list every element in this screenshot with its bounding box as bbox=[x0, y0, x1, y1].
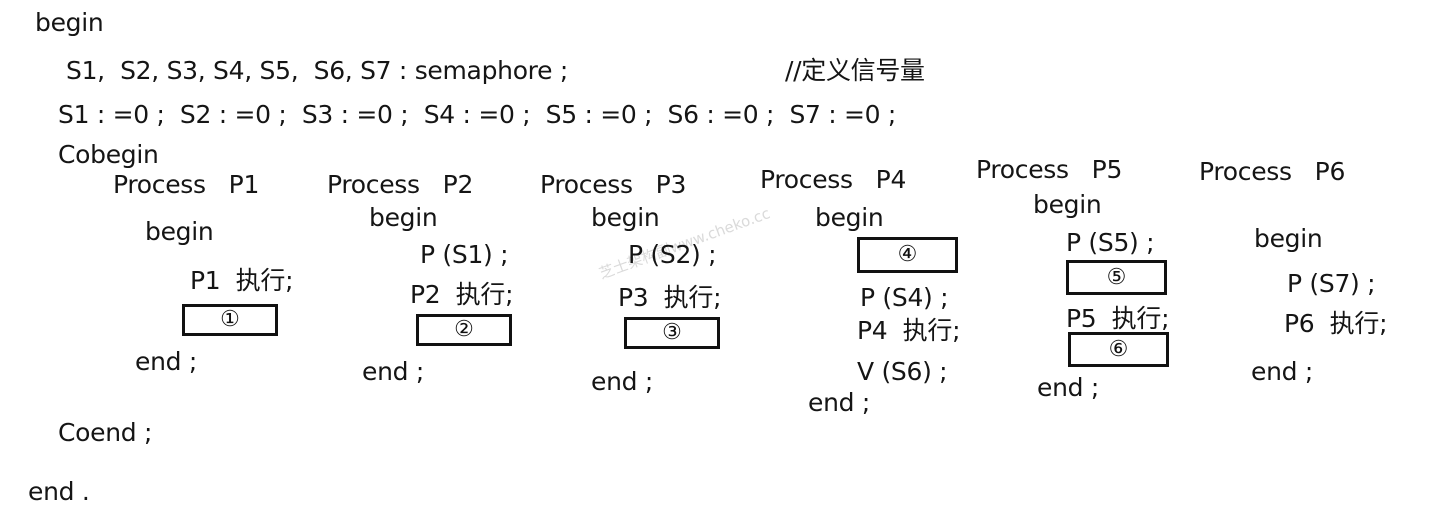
process-statement: P (S2) ; bbox=[628, 240, 717, 269]
blank-box-1[interactable]: ① bbox=[182, 304, 278, 336]
process-statement: P6 执行; bbox=[1284, 309, 1388, 338]
process-statement: P (S5) ; bbox=[1066, 228, 1155, 257]
process-begin: begin bbox=[369, 203, 438, 232]
blank-box-2[interactable]: ② bbox=[416, 314, 512, 346]
process-header: Process P1 bbox=[113, 170, 260, 199]
blank-box-3[interactable]: ③ bbox=[624, 317, 720, 349]
process-statement: P3 执行; bbox=[618, 283, 722, 312]
blank-box-4[interactable]: ④ bbox=[857, 237, 958, 273]
coend-keyword: Coend ; bbox=[58, 418, 153, 447]
process-end: end ; bbox=[591, 367, 653, 396]
process-end: end ; bbox=[1251, 357, 1313, 386]
process-begin: begin bbox=[591, 203, 660, 232]
process-begin: begin bbox=[815, 203, 884, 232]
process-statement: P2 执行; bbox=[410, 280, 514, 309]
process-begin: begin bbox=[145, 217, 214, 246]
process-statement: P1 执行; bbox=[190, 266, 294, 295]
semaphore-initialization: S1 : =0 ; S2 : =0 ; S3 : =0 ; S4 : =0 ; … bbox=[58, 100, 897, 129]
process-statement: V (S6) ; bbox=[857, 357, 948, 386]
process-header: Process P2 bbox=[327, 170, 474, 199]
process-header: Process P4 bbox=[760, 165, 907, 194]
process-end: end ; bbox=[135, 347, 197, 376]
process-statement: P (S4) ; bbox=[860, 283, 949, 312]
process-end: end ; bbox=[1037, 373, 1099, 402]
process-header: Process P3 bbox=[540, 170, 687, 199]
process-statement: P5 执行; bbox=[1066, 304, 1170, 333]
process-end: end ; bbox=[362, 357, 424, 386]
cobegin-keyword: Cobegin bbox=[58, 140, 159, 169]
process-statement: P (S7) ; bbox=[1287, 269, 1376, 298]
process-begin: begin bbox=[1033, 190, 1102, 219]
blank-box-5[interactable]: ⑤ bbox=[1066, 260, 1167, 295]
process-statement: P (S1) ; bbox=[420, 240, 509, 269]
program-begin-keyword: begin bbox=[35, 8, 104, 37]
program-end-keyword: end . bbox=[28, 477, 90, 506]
blank-box-6[interactable]: ⑥ bbox=[1068, 332, 1169, 367]
process-statement: P4 执行; bbox=[857, 316, 961, 345]
declaration-comment: //定义信号量 bbox=[785, 56, 925, 85]
process-header: Process P5 bbox=[976, 155, 1123, 184]
process-end: end ; bbox=[808, 388, 870, 417]
process-begin: begin bbox=[1254, 224, 1323, 253]
semaphore-declaration: S1, S2, S3, S4, S5, S6, S7 : semaphore ; bbox=[66, 56, 568, 85]
process-header: Process P6 bbox=[1199, 157, 1346, 186]
